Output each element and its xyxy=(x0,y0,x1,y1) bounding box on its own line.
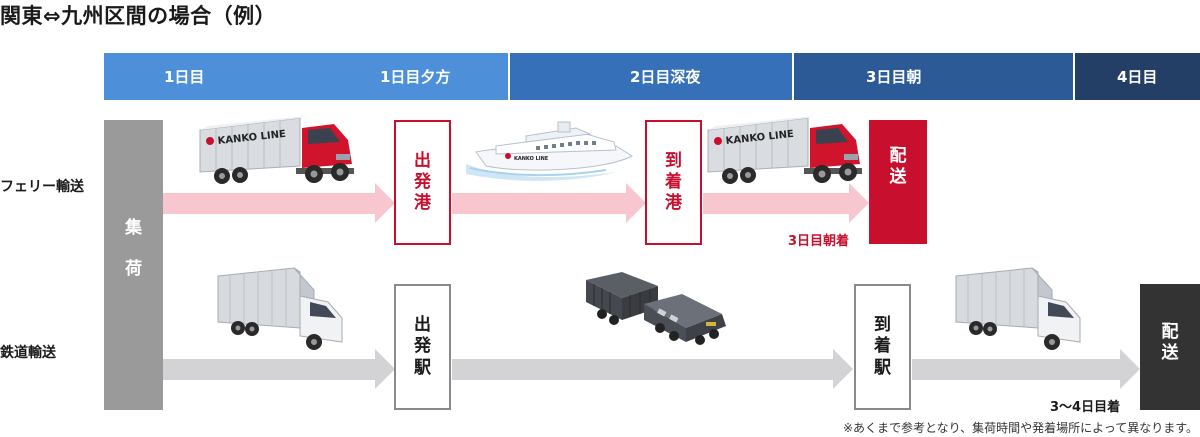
rail-arrow-2-head xyxy=(833,349,853,389)
ferry-depart-char: 出 xyxy=(414,150,431,171)
timeline-seg-day4: 4日目 xyxy=(1075,53,1200,100)
ferry-arrive-char: 港 xyxy=(665,193,682,214)
collection-char: 荷 xyxy=(125,259,142,279)
ferry-delivery-box: 配 送 xyxy=(869,120,927,244)
rail-depart-char: 出 xyxy=(414,315,431,336)
rail-arrow-2 xyxy=(452,359,833,380)
footnote: ※あくまで参考となり、集荷時間や発着場所によって異なります。 xyxy=(842,421,1198,435)
box-truck-icon xyxy=(955,267,1081,350)
ferry-depart-char: 発 xyxy=(414,171,431,192)
rail-depart-char: 発 xyxy=(414,336,431,357)
timeline-label-day4: 4日目 xyxy=(1117,68,1158,86)
row-label-ferry: フェリー輸送 xyxy=(0,179,84,195)
ferry-arrival-time: 3日目朝着 xyxy=(788,234,850,249)
rail-delivery-box: 配 送 xyxy=(1140,284,1200,410)
collection-box: 集 荷 xyxy=(104,120,163,410)
ferry-arrow-3 xyxy=(703,193,849,214)
rail-arrow-1-head xyxy=(375,349,395,389)
collection-char: 集 xyxy=(125,218,142,238)
rail-arrive-char: 駅 xyxy=(874,357,891,378)
ferry-arrow-2 xyxy=(452,193,626,214)
rail-arrow-3 xyxy=(912,359,1120,380)
ferry-arrow-3-head xyxy=(849,183,869,223)
ferry-arrive-char: 到 xyxy=(665,150,682,171)
ferry-truck-icon: KANKO LINE xyxy=(199,116,354,184)
ferry-delivery-char: 配 xyxy=(889,146,907,166)
rail-arrive-station-box: 到 着 駅 xyxy=(854,284,911,410)
ferry-arrow-1-head xyxy=(375,183,395,223)
timeline-label-day2-night: 2日目深夜 xyxy=(630,68,701,86)
ferry-ship-icon: KANKO LINE xyxy=(466,121,633,181)
ferry-arrive-port-box: 到 着 港 xyxy=(645,120,702,245)
ferry-truck-icon: KANKO LINE xyxy=(707,116,862,184)
ferry-depart-port-box: 出 発 港 xyxy=(394,120,451,245)
timeline-label-day3-morning: 3日目朝 xyxy=(866,68,922,86)
row-label-rail: 鉄道輸送 xyxy=(0,345,56,361)
timeline-seg-day1: 1日目 1日目夕方 xyxy=(104,53,508,100)
ferry-arrow-2-head xyxy=(626,183,646,223)
ferry-arrow-1 xyxy=(163,193,375,214)
rail-arrive-char: 到 xyxy=(874,315,891,336)
rail-depart-station-box: 出 発 駅 xyxy=(394,284,451,410)
timeline-seg-day2-night: 2日目深夜 xyxy=(510,53,792,100)
ferry-depart-char: 港 xyxy=(414,193,431,214)
ferry-arrive-char: 着 xyxy=(665,171,682,192)
rail-arrow-3-head xyxy=(1120,349,1140,389)
rail-arrow-1 xyxy=(163,359,375,380)
timeline-label-day1-evening: 1日目夕方 xyxy=(380,68,451,86)
freight-train-icon xyxy=(586,272,726,345)
rail-arrive-char: 着 xyxy=(874,336,891,357)
rail-arrival-time: 3〜4日目着 xyxy=(1050,400,1121,415)
timeline-label-day1: 1日目 xyxy=(164,68,205,86)
rail-delivery-char: 送 xyxy=(1161,343,1179,364)
ferry-delivery-char: 送 xyxy=(889,167,907,188)
ship-logo-text: KANKO LINE xyxy=(514,156,549,162)
rail-delivery-char: 配 xyxy=(1161,322,1179,342)
page-title: 関東⇔九州区間の場合（例） xyxy=(0,4,277,28)
rail-depart-char: 駅 xyxy=(414,357,431,378)
box-truck-icon xyxy=(217,267,343,350)
timeline-seg-day3-morning: 3日目朝 xyxy=(794,53,1073,100)
